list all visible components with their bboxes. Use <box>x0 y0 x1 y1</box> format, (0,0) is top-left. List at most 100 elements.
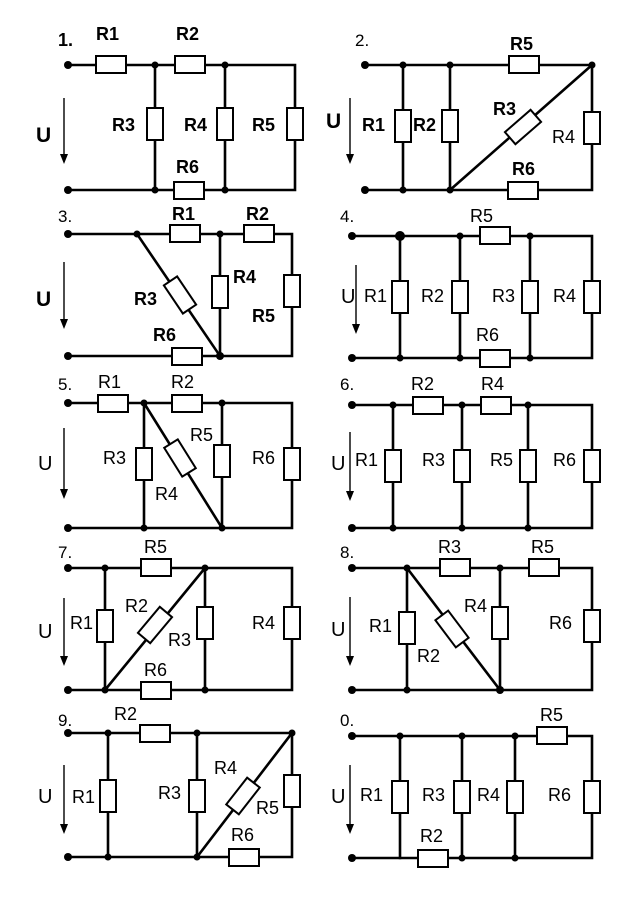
node <box>288 729 296 737</box>
node <box>104 853 112 861</box>
voltage-label: U <box>38 786 52 808</box>
circuit-3: 3. U R1 R2 R3 R4 R5 R6 <box>36 204 301 366</box>
resistor-R3 <box>196 606 214 640</box>
node <box>456 232 464 240</box>
resistor-R1 <box>384 449 402 483</box>
terminal <box>348 686 356 694</box>
resistor-R6 <box>583 449 601 483</box>
terminal <box>64 524 72 532</box>
circuit-number: 8. <box>340 543 354 562</box>
resistor-label-R3: R3 <box>103 448 126 468</box>
resistor-label-R5: R5 <box>252 115 275 135</box>
resistor-label-R6: R6 <box>252 448 275 468</box>
terminal <box>348 232 356 240</box>
resistor-label-R1: R1 <box>98 372 121 392</box>
resistor-R2 <box>174 55 206 74</box>
node <box>588 61 596 69</box>
arrow-head <box>346 656 354 666</box>
resistor-label-R6: R6 <box>144 660 167 680</box>
resistor-label-R3: R3 <box>493 99 516 119</box>
resistor-R6 <box>507 181 539 200</box>
terminal <box>348 524 356 532</box>
resistor-label-R5: R5 <box>190 425 213 445</box>
voltage-label: U <box>331 786 345 808</box>
resistor-R2 <box>451 280 469 314</box>
resistor-R1 <box>97 394 129 413</box>
node <box>104 729 112 737</box>
resistor-R6 <box>140 681 172 700</box>
circuit-number: 4. <box>340 207 354 226</box>
circuit-number: 6. <box>340 375 354 394</box>
voltage-label: U <box>38 453 52 475</box>
terminal <box>64 729 72 737</box>
resistor-R5 <box>283 774 301 808</box>
resistor-label-R4: R4 <box>481 374 504 394</box>
circuit-0: 0. U R1 R2 R3 R4 R5 R6 <box>331 705 601 868</box>
circuit-number: 5. <box>58 375 72 394</box>
voltage-label: U <box>38 621 52 643</box>
node <box>193 729 201 737</box>
node <box>221 61 229 69</box>
resistor-R5 <box>140 558 172 577</box>
node <box>396 354 404 362</box>
node <box>216 352 224 360</box>
terminal <box>348 354 356 362</box>
arrow-head <box>60 319 68 329</box>
resistor-label-R6: R6 <box>512 159 535 179</box>
node <box>151 186 159 194</box>
node <box>140 524 148 532</box>
terminal <box>64 230 72 238</box>
circuit-number: 9. <box>58 711 72 730</box>
resistor-label-R1: R1 <box>355 450 378 470</box>
node <box>389 401 397 409</box>
resistor-label-R6: R6 <box>548 785 571 805</box>
resistor-label-R6: R6 <box>553 450 576 470</box>
node <box>193 853 201 861</box>
node <box>140 399 148 407</box>
arrow-head <box>346 154 354 164</box>
node <box>458 401 466 409</box>
resistor-label-R5: R5 <box>256 798 279 818</box>
voltage-label: U <box>36 288 51 311</box>
terminal <box>348 401 356 409</box>
resistor-R6 <box>173 181 205 200</box>
node <box>396 732 404 740</box>
resistor-R3 <box>188 779 206 813</box>
resistor-label-R3: R3 <box>112 115 135 135</box>
resistor-R3 <box>439 558 471 577</box>
node <box>101 564 109 572</box>
resistor-R5 <box>519 449 537 483</box>
resistor-label-R5: R5 <box>510 34 533 54</box>
resistor-R1 <box>99 779 117 813</box>
resistor-label-R5: R5 <box>144 537 167 557</box>
node <box>221 186 229 194</box>
resistor-R3 <box>521 280 539 314</box>
resistor-label-R5: R5 <box>470 206 493 226</box>
resistor-R2 <box>412 396 444 415</box>
resistor-label-R2: R2 <box>411 374 434 394</box>
arrow-head <box>60 154 68 164</box>
resistor-label-R1: R1 <box>172 204 195 224</box>
terminal <box>64 686 72 694</box>
resistor-R3 <box>453 780 471 814</box>
node <box>524 524 532 532</box>
node <box>526 232 534 240</box>
node <box>496 686 504 694</box>
resistor-R3 <box>453 449 471 483</box>
circuit-6: 6. U R1 R2 R3 R4 R5 R6 <box>331 374 601 532</box>
resistor-R2 <box>136 605 174 645</box>
arrow-head <box>60 656 68 666</box>
arrow-head <box>352 324 360 334</box>
resistor-label-R4: R4 <box>155 484 178 504</box>
resistor-R4 <box>491 606 509 640</box>
resistor-R4 <box>506 780 524 814</box>
circuit-number: 3. <box>58 207 72 226</box>
resistor-label-R1: R1 <box>364 286 387 306</box>
voltage-label: U <box>331 619 345 641</box>
node <box>446 61 454 69</box>
resistor-label-R4: R4 <box>477 785 500 805</box>
circuit-number: 7. <box>58 543 72 562</box>
resistor-label-R1: R1 <box>70 613 93 633</box>
node <box>216 230 224 238</box>
resistor-label-R2: R2 <box>176 24 199 44</box>
